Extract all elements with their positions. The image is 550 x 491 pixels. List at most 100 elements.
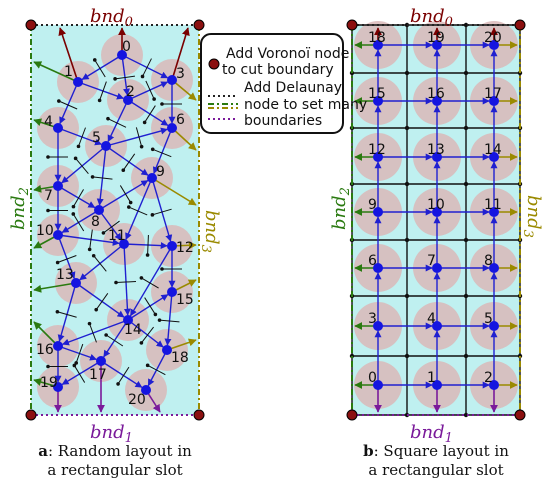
left-node-1 [73, 77, 83, 87]
left-boundary-arrow-3 [33, 61, 79, 83]
left-voronoi-edge-1 [115, 75, 135, 80]
right-cap-node-1-1 [463, 412, 469, 418]
left-voronoi-node-3 [97, 98, 102, 103]
left-voronoi-edge-27 [115, 280, 137, 284]
left-voronoi-edge-22 [152, 208, 172, 216]
bnd-labels-left: bnd0 bnd1 bnd2 bnd3 [8, 6, 222, 446]
left-node-label-14: 14 [124, 322, 142, 338]
left-bnd1-label: bnd1 [90, 422, 133, 446]
right-grid-node-1-4 [463, 293, 469, 299]
left-edges [33, 27, 197, 413]
left-edge-37 [57, 345, 97, 361]
right-grid-node-0-0 [404, 70, 410, 76]
left-boundary-arrow-10 [171, 79, 197, 101]
right-node-9 [373, 207, 383, 217]
voronoi-node-icon [208, 58, 220, 70]
left-voronoi-edge-30 [95, 293, 109, 310]
left-node-label-1: 1 [64, 64, 73, 80]
left-voronoi-node-14 [121, 168, 126, 173]
left-voronoi-node-7 [160, 102, 164, 106]
left-node-label-7: 7 [44, 188, 53, 204]
right-grid-node-0-2 [404, 181, 410, 187]
left-node-label-6: 6 [176, 112, 185, 128]
bnd-labels-right: bnd0 bnd1 bnd2 bnd3 [329, 6, 544, 446]
left-corner-tl [25, 19, 37, 31]
left-voronoi-edge-23 [89, 229, 93, 250]
left-node-6 [167, 123, 177, 133]
left-edge-33 [62, 319, 129, 346]
left-corner-br [193, 409, 205, 421]
left-voronoi-node-33 [87, 321, 92, 326]
legend-delaunay-line1: Add Delaunay [244, 80, 342, 96]
right-node-18 [373, 40, 383, 50]
left-edge-12 [61, 145, 107, 184]
right-node-label-20: 20 [484, 30, 502, 46]
right-node-13 [432, 152, 442, 162]
left-voronoi-node-39 [72, 363, 77, 368]
caption-a: a: Random layout in a rectangular slot [10, 442, 220, 480]
left-voronoi-node-10 [139, 144, 144, 149]
right-node-16 [432, 96, 442, 106]
caption-b-line1: : Square layout in [373, 442, 509, 460]
left-voronoi-edge-13 [92, 176, 113, 180]
left-voronoi-node-0 [92, 58, 97, 62]
left-voronoi-node-21 [126, 205, 131, 209]
left-boundary-arrow-12 [151, 177, 197, 206]
left-edge-20 [98, 209, 122, 241]
left-node-label-18: 18 [171, 350, 189, 366]
left-edge-16 [57, 185, 96, 209]
left-node-20 [141, 385, 151, 395]
left-edge-10 [105, 127, 168, 147]
right-node-label-14: 14 [484, 142, 502, 158]
left-edge-22 [151, 177, 173, 242]
left-node-7 [53, 181, 63, 191]
left-boundary-arrow-7 [33, 282, 77, 293]
legend: Add Voronoï node to cut boundary Add Del… [200, 33, 367, 134]
left-voronoi-node-24 [145, 253, 150, 257]
left-voronoi-node-1 [113, 77, 117, 81]
right-node-2 [489, 380, 499, 390]
right-node-0 [373, 380, 383, 390]
caption-a-line1: : Random layout in [47, 442, 192, 460]
left-node-label-19: 19 [40, 375, 58, 391]
left-node-label-10: 10 [36, 223, 54, 239]
right-corner-br [514, 409, 526, 421]
left-edge-6 [107, 99, 129, 143]
left-voronoi-node-34 [104, 333, 108, 337]
left-voronoi-node-25 [55, 260, 60, 265]
left-voronoi-node-8 [142, 120, 147, 125]
left-voronoi-node-29 [160, 267, 164, 271]
left-edge-9 [57, 127, 102, 146]
left-voronoi-edge-15 [152, 148, 172, 158]
right-node-label-13: 13 [427, 142, 445, 158]
right-grid-node-1-2 [463, 181, 469, 187]
left-voronoi-edge-21 [128, 206, 148, 216]
right-node-label-5: 5 [484, 311, 493, 327]
left-voronoi-node-13 [90, 175, 95, 179]
right-grid-node-1-0 [463, 70, 469, 76]
left-edge-36 [164, 291, 173, 346]
left-node-label-8: 8 [91, 214, 100, 230]
left-voronoi-edge-14 [122, 153, 136, 171]
left-voronoi-node-27 [114, 280, 118, 285]
left-edge-35 [127, 319, 164, 348]
left-voronoi-node-2 [140, 74, 145, 79]
left-voronoi-edge-16 [73, 189, 84, 207]
left-voronoi-node-32 [55, 309, 60, 314]
left-voronoi-node-17 [128, 200, 133, 205]
left-edge-25 [57, 234, 76, 279]
left-voronoi-node-5 [57, 99, 61, 103]
right-bnd1-label: bnd1 [410, 422, 453, 446]
left-edge-3 [77, 81, 124, 100]
right-node-label-17: 17 [484, 86, 502, 102]
left-voronoi-node-41 [145, 363, 150, 368]
left-voronoi-node-40 [116, 382, 120, 386]
right-corner-tl [346, 19, 358, 31]
left-voronoi-edge-24 [147, 234, 149, 256]
right-node-label-0: 0 [368, 370, 377, 386]
left-edge-14 [105, 145, 149, 176]
left-node-16 [53, 341, 63, 351]
right-grid-node-0-3 [404, 237, 410, 243]
left-node-2 [123, 95, 133, 105]
left-edge-32 [57, 282, 77, 342]
